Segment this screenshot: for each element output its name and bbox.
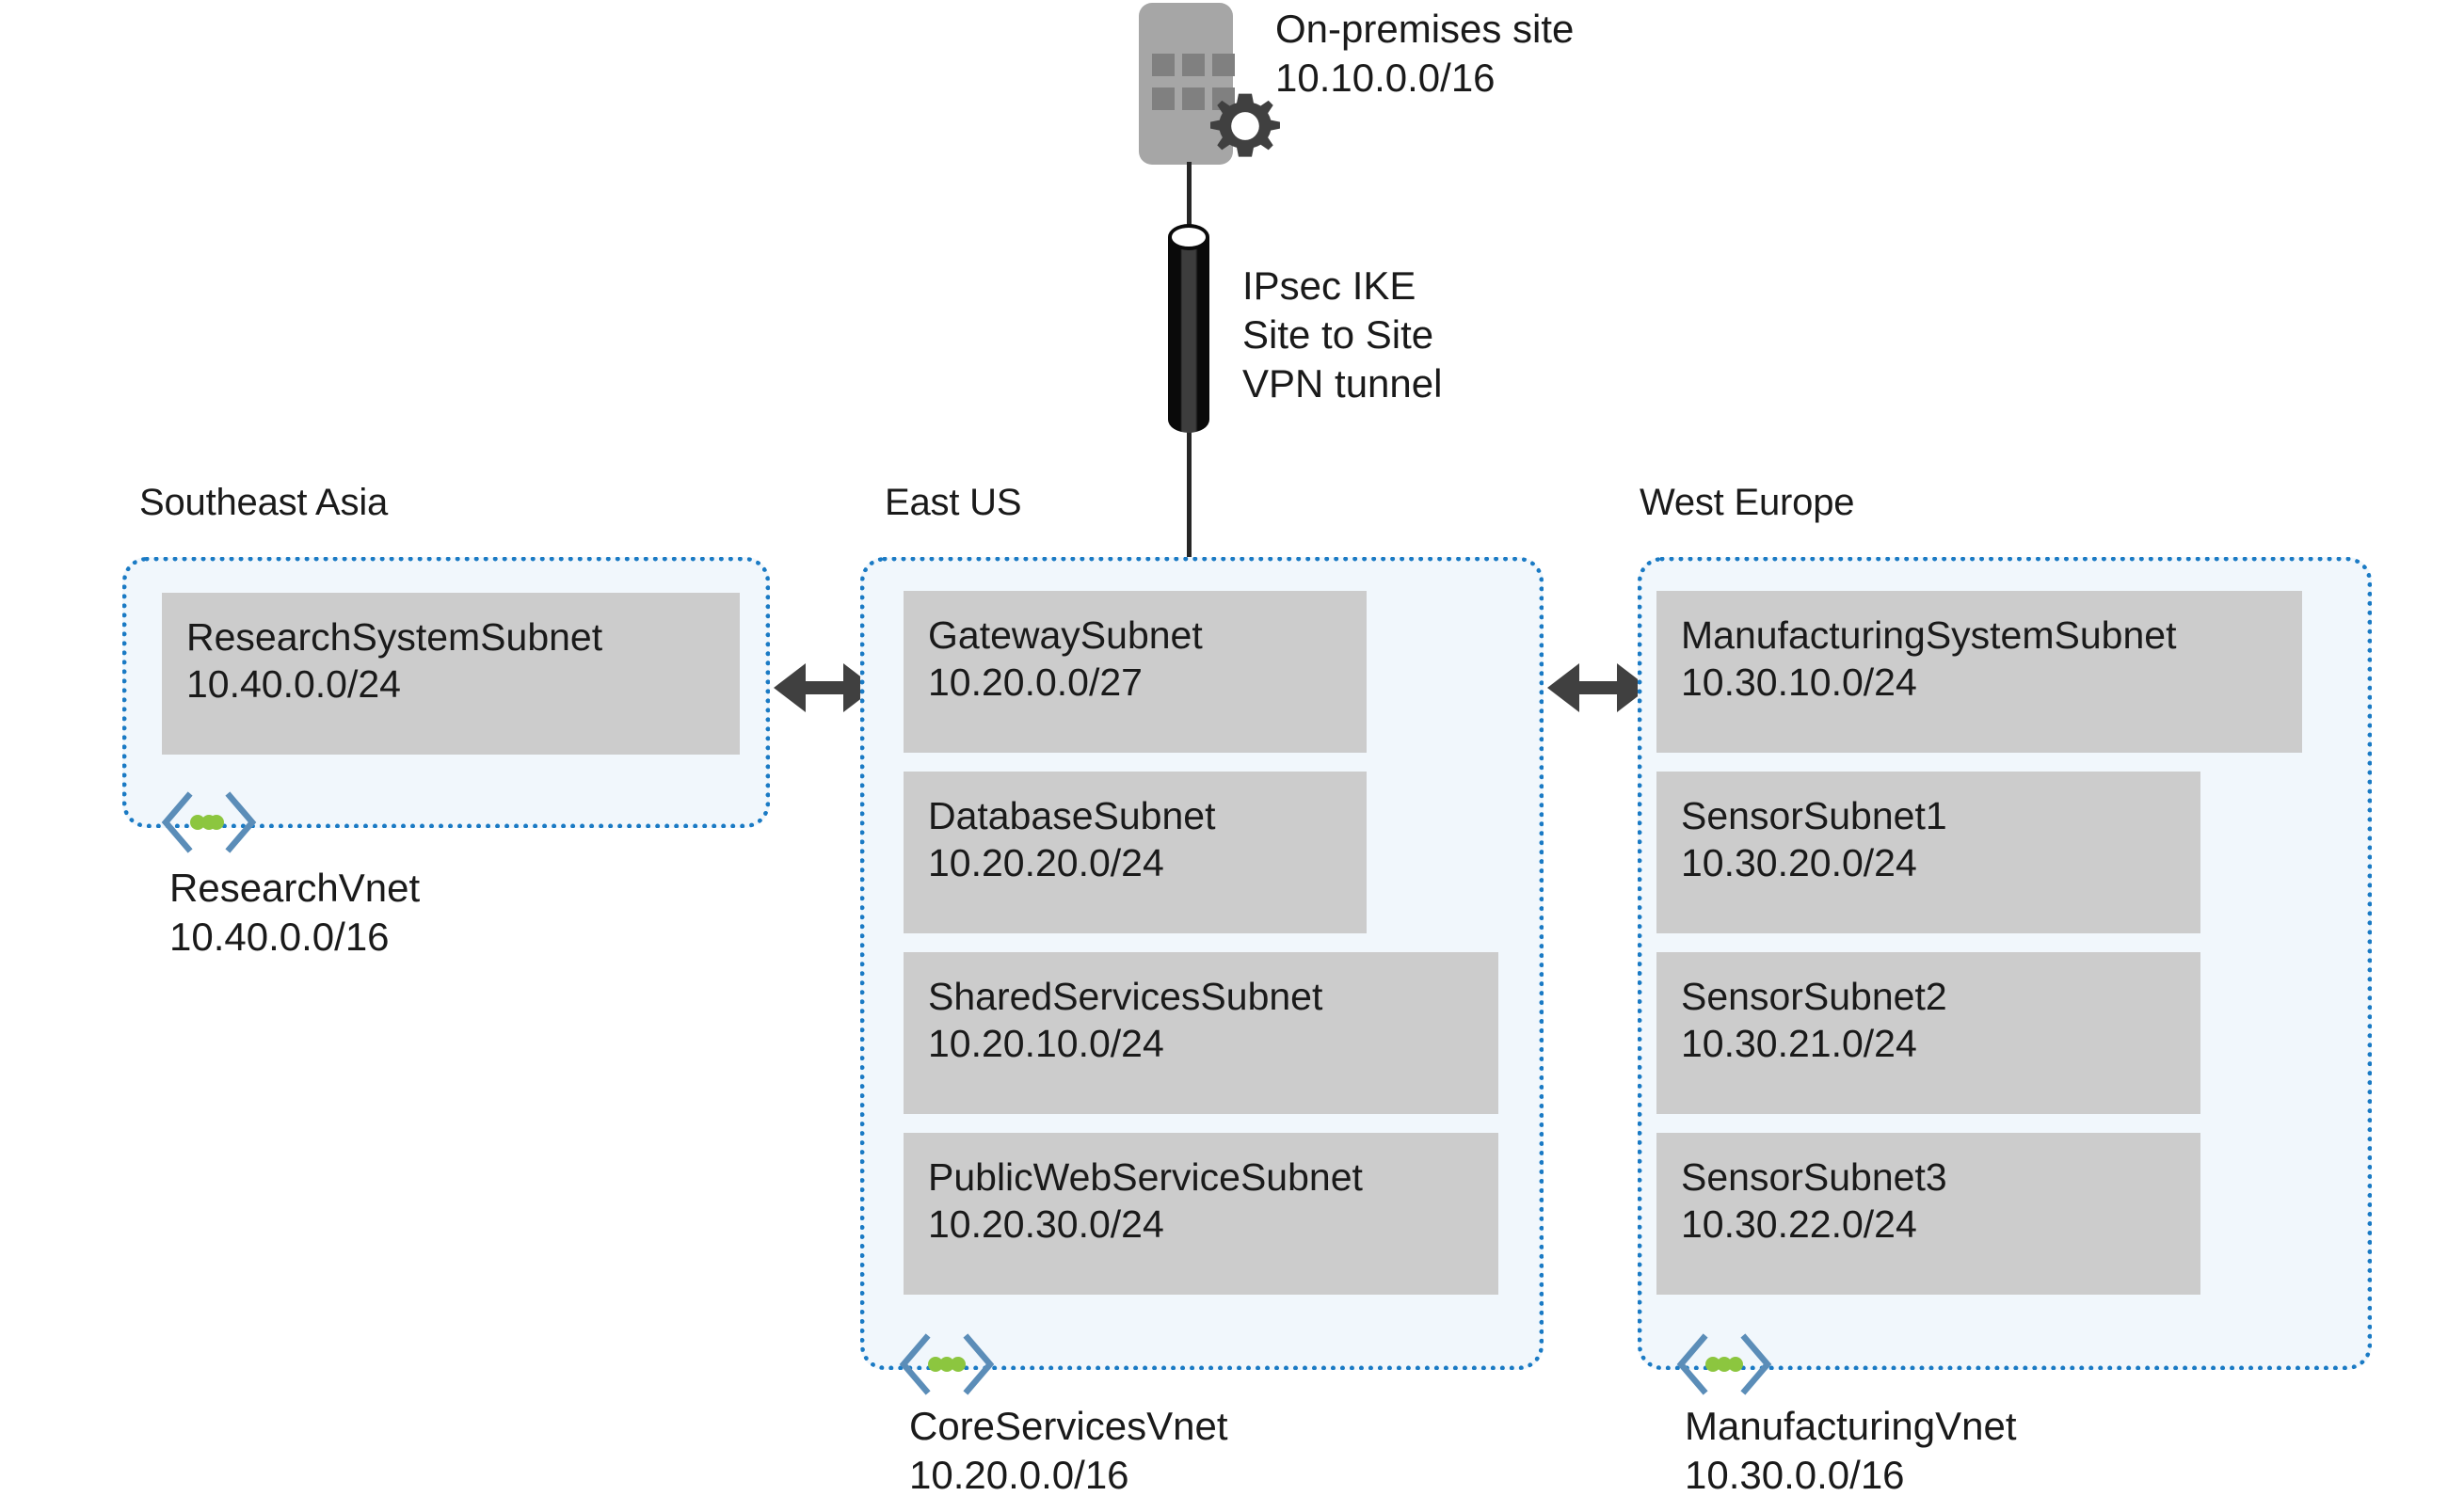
- vnet-caption-manufacturing: ManufacturingVnet 10.30.0.0/16: [1685, 1402, 2017, 1496]
- vpn-tunnel-cylinder-icon: [1168, 237, 1209, 433]
- subnet-cidr: 10.20.20.0/24: [928, 841, 1164, 884]
- subnet-cidr: 10.30.10.0/24: [1681, 660, 1917, 704]
- vnet-icon: [899, 1333, 995, 1395]
- subnet-cidr: 10.40.0.0/24: [186, 662, 401, 706]
- building-window: [1212, 54, 1235, 76]
- vnet-caption-research: ResearchVnet 10.40.0.0/16: [169, 864, 420, 962]
- vpn-connector-line-upper: [1187, 162, 1192, 247]
- building-window: [1182, 88, 1205, 110]
- vpn-tunnel-line-3: VPN tunnel: [1242, 361, 1443, 406]
- subnet-cidr: 10.20.0.0/27: [928, 660, 1143, 704]
- datacenter-building-icon: [1139, 3, 1235, 165]
- subnet-name: GatewaySubnet: [928, 613, 1203, 657]
- vnet-name: ManufacturingVnet: [1685, 1404, 2017, 1448]
- vnet-cidr: 10.40.0.0/16: [169, 915, 390, 959]
- region-label-west-europe: West Europe: [1640, 482, 1855, 523]
- building-window: [1182, 54, 1205, 76]
- subnet-manufacturing-system[interactable]: ManufacturingSystemSubnet 10.30.10.0/24: [1656, 591, 2302, 753]
- subnet-cidr: 10.20.30.0/24: [928, 1202, 1164, 1246]
- vpn-tunnel-cylinder-cap-icon: [1168, 224, 1209, 250]
- vpn-connector-line-lower: [1187, 414, 1192, 565]
- subnet-sensor-1[interactable]: SensorSubnet1 10.30.20.0/24: [1656, 772, 2200, 933]
- region-label-southeast-asia: Southeast Asia: [139, 482, 389, 523]
- vnet-icon: [161, 791, 257, 853]
- building-window: [1152, 54, 1175, 76]
- vnet-cidr: 10.20.0.0/16: [909, 1453, 1129, 1496]
- subnet-gateway[interactable]: GatewaySubnet 10.20.0.0/27: [904, 591, 1367, 753]
- onpremises-cidr: 10.10.0.0/16: [1275, 56, 1496, 100]
- vnet-cidr: 10.30.0.0/16: [1685, 1453, 1905, 1496]
- vnet-name: ResearchVnet: [169, 866, 421, 910]
- subnet-name: DatabaseSubnet: [928, 794, 1216, 837]
- subnet-sensor-3[interactable]: SensorSubnet3 10.30.22.0/24: [1656, 1133, 2200, 1295]
- vnet-icon: [1676, 1333, 1772, 1395]
- subnet-cidr: 10.20.10.0/24: [928, 1022, 1164, 1065]
- peering-arrow-east-us-west-europe[interactable]: [1547, 659, 1649, 717]
- vnet-name: CoreServicesVnet: [909, 1404, 1228, 1448]
- peering-arrow-southeast-asia-east-us[interactable]: [774, 659, 875, 717]
- vpn-tunnel-label: IPsec IKE Site to Site VPN tunnel: [1242, 262, 1442, 408]
- vnet-caption-coreservices: CoreServicesVnet 10.20.0.0/16: [909, 1402, 1227, 1496]
- gear-icon: [1210, 93, 1280, 157]
- subnet-cidr: 10.30.22.0/24: [1681, 1202, 1917, 1246]
- subnet-name: SensorSubnet3: [1681, 1155, 1947, 1199]
- subnet-name: ManufacturingSystemSubnet: [1681, 613, 2177, 657]
- subnet-name: SharedServicesSubnet: [928, 975, 1323, 1018]
- subnet-database[interactable]: DatabaseSubnet 10.20.20.0/24: [904, 772, 1367, 933]
- subnet-shared-services[interactable]: SharedServicesSubnet 10.20.10.0/24: [904, 952, 1498, 1114]
- onpremises-label: On-premises site 10.10.0.0/16: [1275, 5, 1574, 103]
- vpn-tunnel-line-1: IPsec IKE: [1242, 263, 1416, 308]
- region-label-east-us: East US: [885, 482, 1022, 523]
- subnet-research-system[interactable]: ResearchSystemSubnet 10.40.0.0/24: [162, 593, 740, 755]
- subnet-public-web-service[interactable]: PublicWebServiceSubnet 10.20.30.0/24: [904, 1133, 1498, 1295]
- subnet-cidr: 10.30.20.0/24: [1681, 841, 1917, 884]
- building-window: [1152, 88, 1175, 110]
- subnet-name: SensorSubnet1: [1681, 794, 1947, 837]
- subnet-name: PublicWebServiceSubnet: [928, 1155, 1363, 1199]
- subnet-sensor-2[interactable]: SensorSubnet2 10.30.21.0/24: [1656, 952, 2200, 1114]
- onpremises-name: On-premises site: [1275, 7, 1575, 51]
- subnet-name: SensorSubnet2: [1681, 975, 1947, 1018]
- subnet-cidr: 10.30.21.0/24: [1681, 1022, 1917, 1065]
- vpn-tunnel-line-2: Site to Site: [1242, 312, 1434, 357]
- subnet-name: ResearchSystemSubnet: [186, 615, 603, 659]
